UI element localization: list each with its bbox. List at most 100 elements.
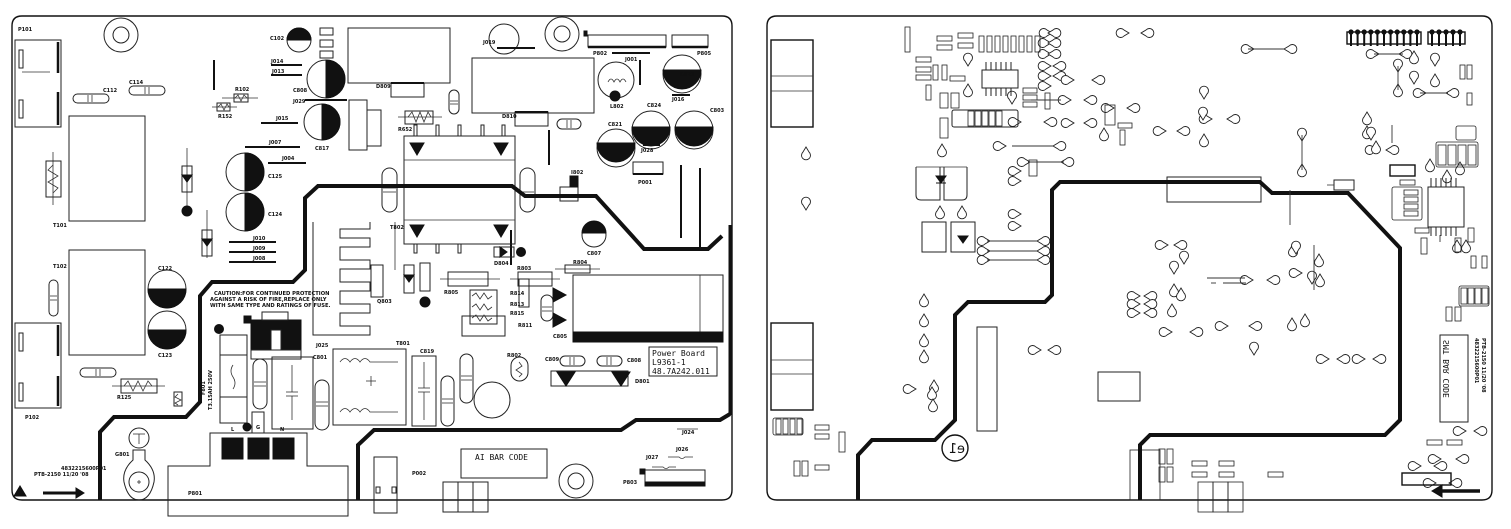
keyhole-solder-pad: [1036, 236, 1051, 246]
diode-d803: [403, 262, 431, 308]
keyhole-solder-pad: [1412, 88, 1427, 98]
label-j013: J014: [270, 59, 284, 65]
resistor-r102: [222, 93, 258, 103]
label-c803: C803: [710, 108, 725, 114]
label-c124: C124: [268, 212, 283, 218]
keyhole-solder-pad: [957, 205, 967, 220]
electrolytic-capacitor-c823: [662, 54, 702, 94]
isolation-boundary: [98, 184, 724, 500]
label-c805: C805: [553, 334, 568, 340]
keyhole-solder-pad: [1176, 126, 1191, 136]
keyhole-solder-pad: [976, 246, 991, 256]
keyhole-solder-pad: [1036, 255, 1051, 265]
label-c809: C809: [545, 357, 560, 363]
board-label-line2: L9361-1: [652, 358, 686, 367]
resistor-r818: [348, 99, 368, 151]
label-g801: G801: [115, 452, 130, 458]
component-footprint: [976, 326, 998, 432]
label-p805: P805: [697, 51, 712, 57]
board-outline: [766, 15, 1493, 501]
capacitor-c803: [252, 358, 268, 410]
header-pin-dot: [1388, 29, 1394, 35]
label-r815: R815: [510, 311, 525, 317]
capacitor-c805: [540, 294, 554, 322]
header-p004: [1389, 164, 1416, 177]
label-f801: F801: [201, 381, 207, 395]
keyhole-solder-pad: [1052, 141, 1067, 151]
capacitor-c832: [381, 167, 398, 213]
keyhole-solder-pad: [1189, 327, 1204, 337]
label-j008: J007: [268, 140, 282, 146]
capacitor-c118: [48, 279, 59, 317]
electrolytic-capacitor-c122: [147, 269, 187, 309]
header-pin-dot: [1381, 29, 1387, 35]
keyhole-solder-pad: [1126, 308, 1141, 318]
keyhole-solder-pad: [1038, 28, 1053, 38]
transformer-t101: [68, 115, 146, 222]
electrolytic-capacitor-c803: [674, 110, 714, 150]
keyhole-solder-pad: [1158, 327, 1173, 337]
resistor-r103: [319, 27, 334, 59]
label-j004: J004: [281, 156, 295, 162]
header-pin-dot: [1407, 29, 1414, 35]
mains-connector-p801: L G N: [167, 411, 349, 517]
smd-bottom-right: [1129, 439, 1463, 513]
mounting-hole: [103, 17, 139, 53]
jumper-wire-group: [987, 48, 1448, 290]
header-pin-dot: [1429, 29, 1435, 35]
label-p002: P002: [412, 471, 427, 477]
capacitor-c809: [559, 355, 586, 367]
header-pin-dot: [1361, 29, 1367, 35]
label-c807: C807: [587, 251, 602, 257]
keyhole-solder-pad: [935, 205, 945, 220]
keyhole-solder-pad: [1027, 345, 1042, 355]
label-r804: R804: [573, 260, 588, 266]
keyhole-solder-pad: [1016, 157, 1031, 167]
keyhole-solder-pad: [1297, 127, 1307, 142]
transformer-t802: [403, 124, 516, 254]
keyhole-solder-pad: [1060, 75, 1075, 85]
label-fuse-rating: T3.15AH 250V: [208, 370, 214, 410]
keyhole-solder-pad: [1372, 354, 1387, 364]
smt-bar-code-box: SMT BAR CODE: [1439, 334, 1469, 423]
label-c819: C819: [420, 349, 435, 355]
electrolytic-capacitor-c124: [225, 192, 265, 232]
keyhole-solder-pad: [1315, 273, 1325, 288]
label-r805: R805: [444, 290, 459, 296]
caution-text: CAUTION:FOR CONTINUED PROTECTION AGAINST…: [210, 291, 331, 309]
jumper-group: [213, 52, 701, 265]
keyhole-solder-pad: [976, 255, 991, 265]
label-r125: R125: [117, 395, 132, 401]
keyhole-solder-pad: [919, 313, 929, 328]
keyhole-solder-pad: [1288, 268, 1303, 278]
smd-component-rect: [1166, 176, 1262, 203]
ul-mark-e1: e1: [941, 434, 969, 462]
label-p101: P101: [18, 27, 33, 33]
fuse-f801: [214, 324, 248, 424]
electrolytic-capacitor-c824: [631, 110, 671, 150]
label-c822: C821: [608, 122, 623, 128]
terminal-label-n: N: [280, 427, 284, 433]
label-d801: D801: [635, 379, 650, 385]
inductor-l802: [597, 61, 635, 102]
solder-pad-group: [801, 28, 1488, 488]
caution-line3: WITH SAME TYPE AND RATINGS OF FUSE.: [210, 303, 331, 309]
keyhole-solder-pad: [1126, 299, 1141, 309]
capacitor-c820: [459, 353, 474, 404]
keyhole-solder-pad: [902, 384, 917, 394]
keyhole-solder-pad: [1249, 341, 1259, 356]
header-pin-dot: [1450, 29, 1456, 35]
varistor-r802: [510, 356, 529, 382]
keyhole-solder-pad: [928, 398, 938, 413]
label-c123: C123: [158, 353, 173, 359]
keyhole-solder-pad: [1314, 253, 1324, 268]
electrolytic-capacitor-c123: [147, 310, 187, 350]
keyhole-solder-pad: [1455, 454, 1470, 464]
triangle-marker-icon: [13, 485, 27, 497]
caution-line2: AGAINST A RISK OF FIRE,REPLACE ONLY: [210, 297, 327, 303]
keyhole-solder-pad: [1173, 240, 1188, 250]
keyhole-solder-pad: [1099, 127, 1109, 142]
label-c102: C102: [270, 36, 285, 42]
keyhole-solder-pad: [1442, 169, 1452, 184]
keyhole-solder-pad: [937, 143, 947, 158]
